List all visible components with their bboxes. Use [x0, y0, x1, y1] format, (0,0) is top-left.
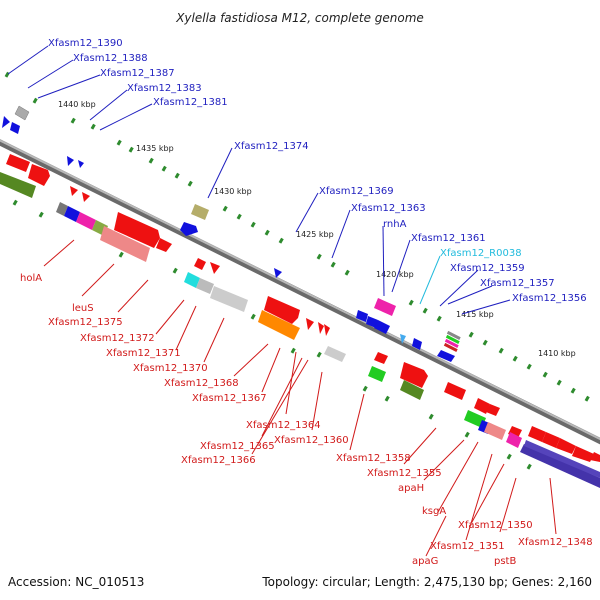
outer-tick-ring [4, 71, 590, 402]
gene-label: Xfasm12_1364 [246, 420, 321, 431]
gene-label: apaH [398, 483, 424, 494]
gene-label: Xfasm12_1375 [48, 317, 123, 328]
gene-label: Xfasm12_1357 [480, 278, 555, 289]
gene-label: Xfasm12_1383 [127, 83, 202, 94]
gene-label: ksgA [422, 506, 446, 517]
top-gene-labels: Xfasm12_1390 Xfasm12_1388 Xfasm12_1387 X… [48, 38, 587, 304]
kbp-tick-1425: 1425 kbp [296, 230, 334, 239]
gene-label: Xfasm12_1370 [133, 363, 208, 374]
gene-label: Xfasm12_1363 [351, 203, 426, 214]
kbp-ticks: 1440 kbp 1435 kbp 1430 kbp 1425 kbp 1420… [58, 100, 576, 358]
gene-label: leuS [72, 303, 94, 314]
inner-tick-ring [12, 199, 532, 470]
kbp-tick-1440: 1440 kbp [58, 100, 96, 109]
gene-label: Xfasm12_1356 [512, 293, 587, 304]
gene-label: apaG [412, 556, 438, 567]
genome-backbone [0, 139, 600, 445]
kbp-tick-1415: 1415 kbp [456, 310, 494, 319]
kbp-tick-1420: 1420 kbp [376, 270, 414, 279]
gene-label: Xfasm12_1366 [181, 455, 256, 466]
gene-label: holA [20, 273, 42, 284]
kbp-tick-1410: 1410 kbp [538, 349, 576, 358]
gene-label: Xfasm12_1348 [518, 537, 593, 548]
gene-label: Xfasm12_1359 [450, 263, 525, 274]
gene-label: Xfasm12_1368 [164, 378, 239, 389]
gene-label: Xfasm12_1372 [80, 333, 155, 344]
gene-label: Xfasm12_1367 [192, 393, 267, 404]
gene-label: Xfasm12_1369 [319, 186, 394, 197]
gene-label: Xfasm12_1387 [100, 68, 175, 79]
kbp-tick-1430: 1430 kbp [214, 187, 252, 196]
gene-label: Xfasm12_1358 [336, 453, 411, 464]
gene-label: Xfasm12_1371 [106, 348, 181, 359]
bottom-leader-lines [43, 239, 557, 557]
gene-label: Xfasm12_1390 [48, 38, 123, 49]
gene-label: Xfasm12_1360 [274, 435, 349, 446]
gene-label: Xfasm12_1351 [430, 541, 505, 552]
reverse-strand-features [0, 154, 600, 488]
rna-leader-line [419, 255, 441, 305]
gene-label: Xfasm12_1355 [367, 468, 442, 479]
summary-text: Topology: circular; Length: 2,475,130 bp… [261, 575, 592, 589]
forward-strand-features [2, 105, 461, 362]
gene-label: Xfasm12_1388 [73, 53, 148, 64]
gene-label: Xfasm12_1365 [200, 441, 275, 452]
gene-label: Xfasm12_1350 [458, 520, 533, 531]
gene-label: pstB [494, 556, 516, 567]
gene-label: Xfasm12_1381 [153, 97, 228, 108]
bottom-gene-labels: holA leuS Xfasm12_1375 Xfasm12_1372 Xfas… [20, 273, 593, 567]
gene-label: Xfasm12_1361 [411, 233, 486, 244]
map-title: Xylella fastidiosa M12, complete genome [175, 11, 424, 25]
kbp-tick-1435: 1435 kbp [136, 144, 174, 153]
gene-label: rnhA [383, 219, 407, 230]
accession-text: Accession: NC_010513 [8, 575, 144, 589]
gene-label: Xfasm12_R0038 [440, 248, 522, 259]
gene-label: Xfasm12_1374 [234, 141, 309, 152]
top-leader-lines [7, 45, 511, 315]
